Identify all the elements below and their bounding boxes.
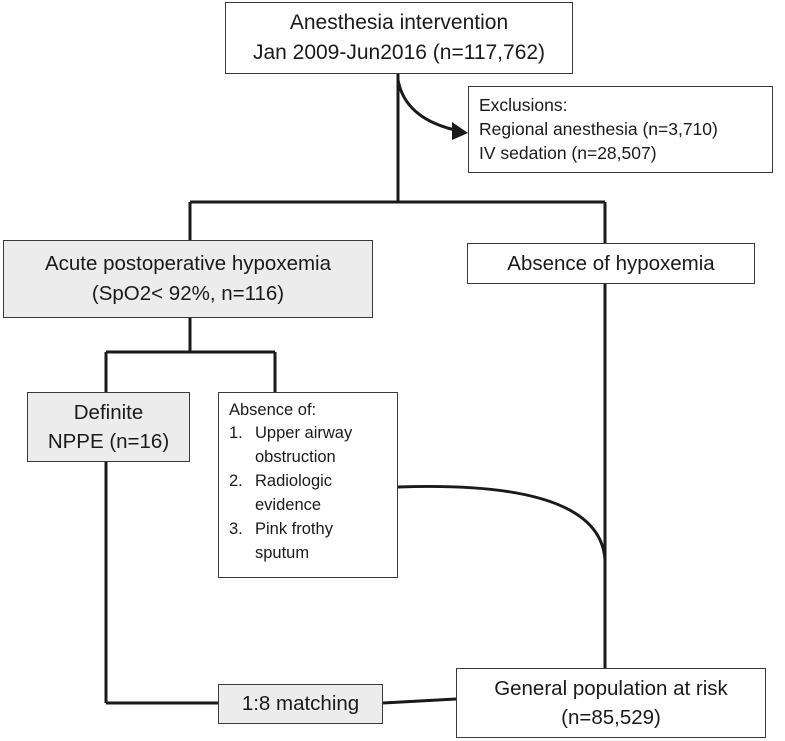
hypoxemia-box: Acute postoperative hypoxemia (SpO2< 92%…	[3, 240, 373, 318]
intervention-period: Jan 2009-Jun2016 (n=117,762)	[252, 41, 546, 64]
hypoxemia-criteria: (SpO2< 92%, n=116)	[91, 282, 285, 305]
absence-of-title: Absence of:	[229, 401, 317, 419]
exclusion-iv-sedation: IV sedation (n=28,507)	[479, 143, 657, 163]
exclusion-arrowhead	[452, 122, 468, 140]
general-population-box: General population at risk (n=85,529)	[456, 668, 766, 738]
anesthesia-intervention-box: Anesthesia intervention Jan 2009-Jun2016…	[225, 2, 573, 74]
absence-merge-curve	[397, 484, 607, 561]
population-title: General population at risk	[494, 677, 728, 700]
absence-of-hypoxemia-label: Absence of hypoxemia	[507, 251, 715, 275]
matching-box: 1:8 matching	[218, 684, 383, 724]
population-count: (n=85,529)	[561, 706, 661, 729]
matching-to-population-line	[382, 697, 457, 705]
definite-nppe-box: Definite NPPE (n=16)	[27, 392, 190, 462]
nppe-title: Definite	[73, 401, 144, 424]
matching-label: 1:8 matching	[241, 692, 360, 715]
nppe-count: NPPE (n=16)	[47, 430, 170, 453]
absence-of-hypoxemia-box: Absence of hypoxemia	[467, 243, 755, 284]
exclusion-arrow-line	[396, 79, 456, 132]
intervention-title: Anesthesia intervention	[289, 11, 509, 34]
exclusion-regional: Regional anesthesia (n=3,710)	[479, 119, 718, 139]
hypoxemia-title: Acute postoperative hypoxemia	[44, 252, 332, 275]
exclusions-box: Exclusions: Regional anesthesia (n=3,710…	[468, 86, 773, 173]
exclusions-title: Exclusions:	[479, 95, 568, 115]
